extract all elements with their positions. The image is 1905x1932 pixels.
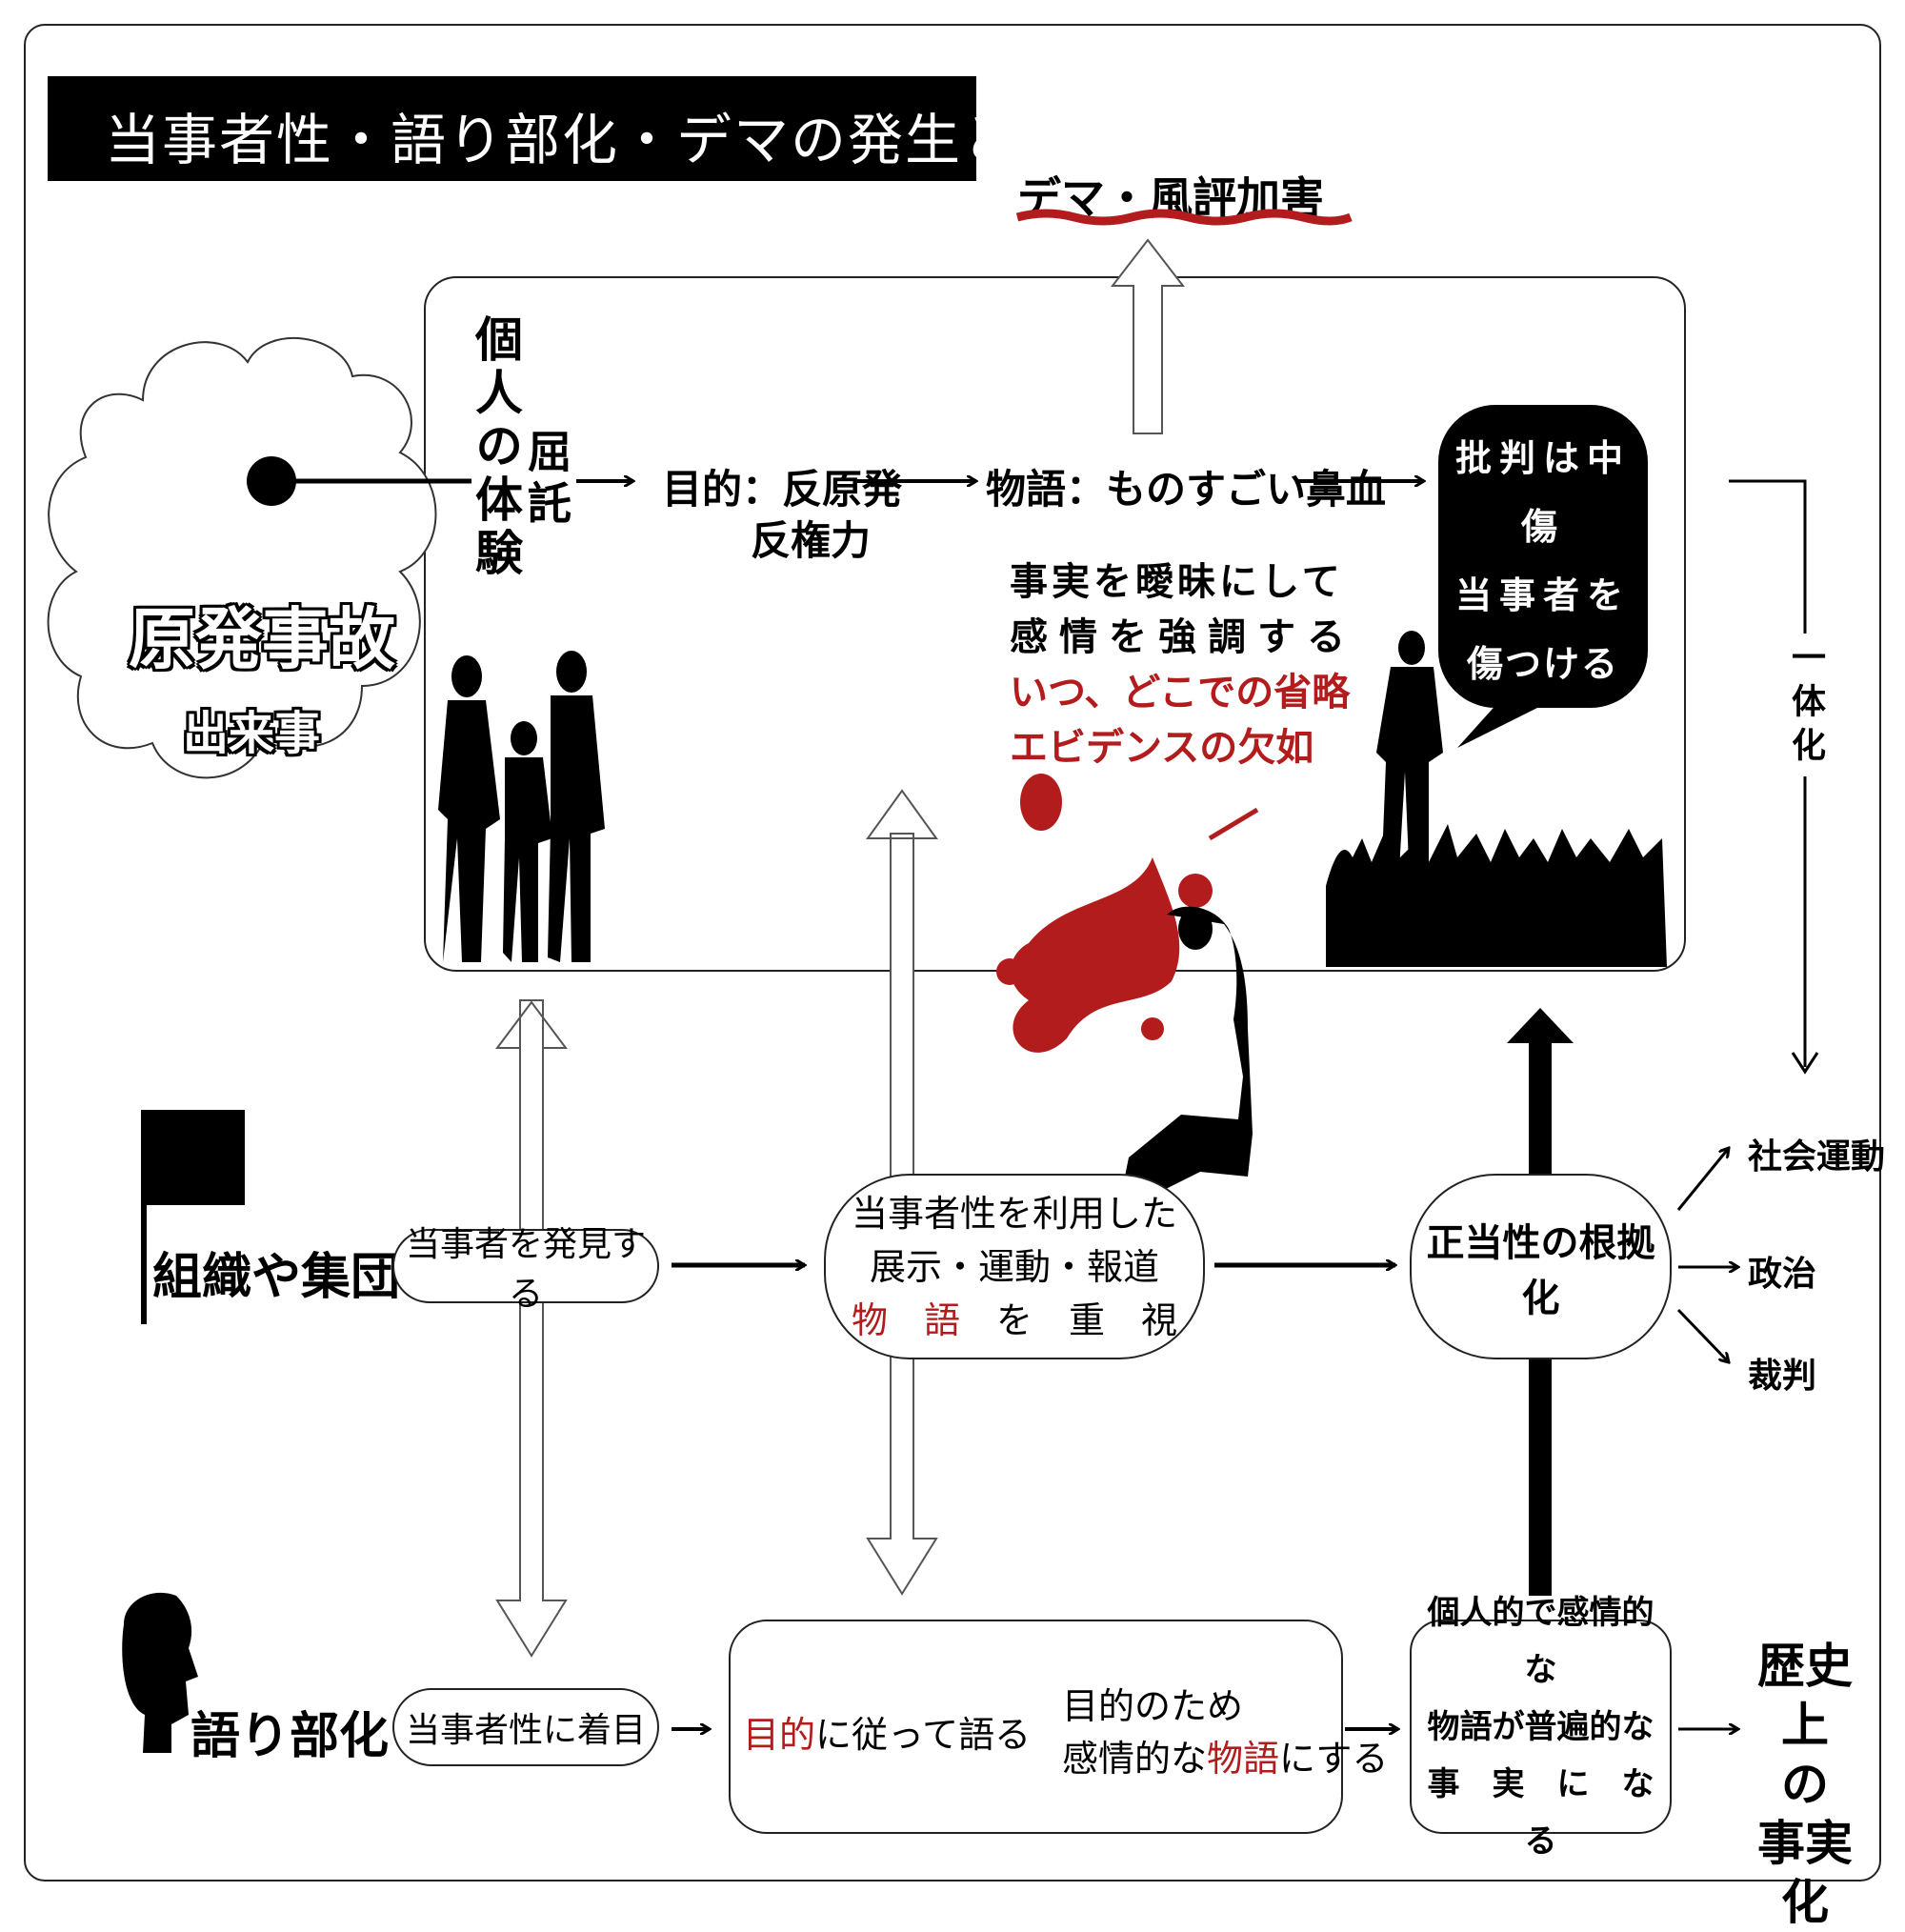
event-main-label: 原発事故: [129, 600, 395, 678]
make-rest: にする: [1279, 1738, 1389, 1780]
use-node: 当事者性を利用した 展示・運動・報道 物 語 を 重 視: [824, 1174, 1205, 1359]
family-silhouette: [438, 651, 605, 962]
use-line-2: 展示・運動・報道: [869, 1245, 1159, 1288]
speak-purpose: 目的: [743, 1714, 816, 1756]
fact-line-1: 事実を曖昧にして: [1010, 560, 1344, 604]
red-underline: [1015, 209, 1353, 226]
output-social-movement: 社会運動: [1748, 1137, 1886, 1177]
ittaika-label: 一体化: [1781, 634, 1829, 776]
kneeling-figure-silhouette: [1124, 906, 1253, 1191]
head-silhouette-icon: [122, 1592, 198, 1753]
justify-text: 正当性の根拠化: [1426, 1220, 1655, 1320]
thick-up-arrow-head: [1507, 1008, 1574, 1043]
use-line-3-rest: を 重 視: [996, 1298, 1178, 1341]
use-line-3-story: 物 語: [851, 1298, 960, 1341]
history-line-2: の: [1781, 1757, 1829, 1812]
storyteller-label: 語り部化: [190, 1708, 390, 1765]
make-line-1: 目的のため: [1062, 1685, 1244, 1727]
focus-node: 当事者性に着目: [392, 1688, 659, 1766]
discover-text: 当事者を発見する: [405, 1225, 646, 1314]
focus-text: 当事者性に着目: [405, 1711, 646, 1750]
story-label: 物語：ものすごい鼻血: [986, 466, 1387, 513]
double-arrow-left: [495, 999, 568, 1658]
output-trial: 裁判: [1748, 1357, 1817, 1396]
bubble-line-3: 傷つけるな！: [1466, 643, 1619, 754]
universal-line-2: 物語が普遍的な: [1427, 1707, 1654, 1746]
make-emotional: 感情的な: [1062, 1738, 1208, 1780]
discover-node: 当事者を発見する: [392, 1225, 659, 1314]
speak-rest: に従って語る: [815, 1714, 1032, 1756]
purpose-line2: 反権力: [751, 517, 872, 564]
bubble-line-1: 批判は中傷: [1454, 437, 1631, 548]
output-politics: 政治: [1748, 1255, 1817, 1294]
title-bar: [48, 76, 976, 181]
universal-line-1: 個人的で感情的な: [1427, 1593, 1654, 1689]
crowd-silhouette: [1326, 631, 1667, 967]
fact-line-2: 感情を強調する: [1010, 615, 1356, 659]
cloud-shape: [47, 336, 437, 779]
page-title: 当事者性・語り部化・デマの発生と利用: [105, 108, 1134, 172]
bubble-line-2: 当事者を: [1454, 574, 1631, 616]
make-line-2: 感情的な物語にする: [1062, 1729, 1388, 1781]
use-line-3: 物 語 を 重 視: [852, 1294, 1177, 1347]
justify-node: 正当性の根拠化: [1410, 1174, 1672, 1359]
takutaku-label: 屈託: [521, 429, 572, 532]
history-line-1: 歴史上: [1757, 1639, 1853, 1753]
history-line-3: 事実化: [1757, 1816, 1853, 1930]
fact-line-3: いつ、どこでの省略: [1010, 671, 1351, 714]
use-line-1: 当事者性を利用した: [851, 1192, 1177, 1235]
outer-frame: [24, 24, 1881, 1882]
purpose-label: 目的：反原発: [662, 466, 903, 513]
universal-line-3: 事 実 に な る: [1427, 1764, 1687, 1861]
history-label: 歴史上 の 事実化: [1748, 1637, 1862, 1932]
speech-bubble: 批判は中傷 当事者を 傷つけるな！: [1438, 405, 1648, 754]
make-story: 物語: [1207, 1738, 1280, 1780]
event-sub-label: 出来事: [183, 707, 321, 760]
personal-experience-label: 個人の体験: [468, 314, 523, 581]
speak-text: 目的に従って語る: [743, 1705, 1031, 1758]
origin-dot: [247, 456, 296, 506]
flag-icon: [141, 1110, 245, 1324]
speak-node: [729, 1620, 1343, 1834]
universal-node: 個人的で感情的な 物語が普遍的な 事 実 に な る: [1410, 1594, 1687, 1861]
blood-splatter: [996, 774, 1259, 1053]
hollow-up-arrow-dema: [1110, 238, 1186, 434]
fact-line-4: エビデンスの欠如: [1010, 726, 1314, 770]
organization-label: 組織や集団: [152, 1249, 401, 1306]
